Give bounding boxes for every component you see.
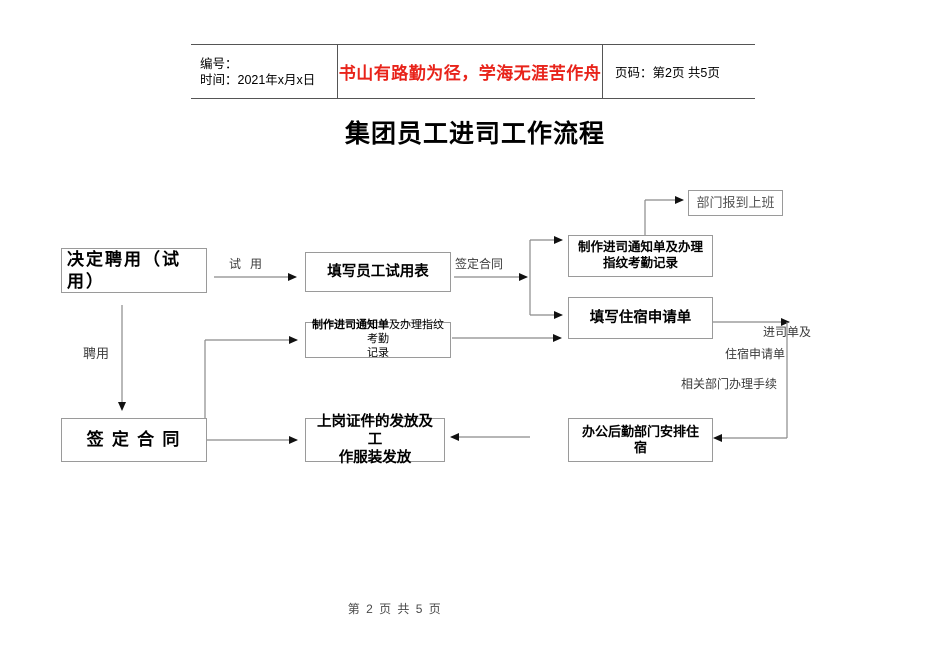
node-fill-probation-form-label: 填写员工试用表 xyxy=(327,263,429,280)
edge-label-hire: 聘用 xyxy=(83,346,110,361)
node-notice-small[interactable]: 制作进司通知单及办理指纹考勤 记录 xyxy=(305,319,451,359)
node-report-to-department-label: 部门报到上班 xyxy=(696,194,775,210)
edge-label-sign-contract: 签定合同 xyxy=(455,257,504,271)
edge-label-probation: 试 用 xyxy=(229,257,266,271)
header-time-label: 时间：2021年x月x日 xyxy=(200,72,316,87)
node-logistics-arrange-dorm[interactable]: 办公后勤部门安排住 宿 xyxy=(568,418,713,462)
node-decide-hire[interactable]: 决定聘用（试用） xyxy=(61,248,207,293)
node-notice-small-line2: 记录 xyxy=(367,346,389,359)
header-cell-slogan: 书山有路勤为径，学海无涯苦作舟 xyxy=(338,45,603,98)
edge-label-departments-procedure: 相关部门办理手续 xyxy=(681,377,778,391)
node-fill-dorm-application[interactable]: 填写住宿申请单 xyxy=(568,297,713,339)
node-report-to-department[interactable]: 部门报到上班 xyxy=(688,190,783,216)
header-code-label: 编号： xyxy=(200,56,238,71)
node-notice-fingerprint-line2: 指纹考勤记录 xyxy=(602,256,678,270)
node-decide-hire-label: 决定聘用（试用） xyxy=(67,250,181,291)
slogan-text: 书山有路勤为径，学海无涯苦作舟 xyxy=(338,64,602,83)
node-issue-badge-uniform-line1: 上岗证件的发放及工 xyxy=(317,413,433,448)
edge-label-entry-form-line2: 住宿申请单 xyxy=(725,347,786,361)
page-title: 集团员工进司工作流程 xyxy=(344,121,605,148)
node-issue-badge-uniform-line2: 作服装发放 xyxy=(338,450,412,467)
node-logistics-arrange-dorm-line2: 宿 xyxy=(633,440,647,455)
node-notice-fingerprint[interactable]: 制作进司通知单及办理 指纹考勤记录 xyxy=(568,235,713,277)
edge-label-entry-form-line1: 进司单及 xyxy=(763,325,812,339)
node-issue-badge-uniform[interactable]: 上岗证件的发放及工 作服装发放 xyxy=(305,414,445,466)
node-notice-small-bold: 制作进司通知单 xyxy=(312,319,389,332)
header-cell-meta: 编号： 时间：2021年x月x日 xyxy=(191,45,338,98)
header-cell-page-code: 页码：第2页 共5页 xyxy=(603,45,755,98)
page-footer: 第 2 页 共 5 页 xyxy=(347,602,443,616)
node-logistics-arrange-dorm-line1: 办公后勤部门安排住 xyxy=(581,423,699,439)
node-sign-contract-label: 签 定 合 同 xyxy=(86,430,182,450)
node-notice-small-thin: 及办理指纹考勤 xyxy=(367,319,444,346)
node-fill-dorm-application-label: 填写住宿申请单 xyxy=(589,309,692,326)
node-sign-contract[interactable]: 签 定 合 同 xyxy=(61,418,207,462)
node-fill-probation-form[interactable]: 填写员工试用表 xyxy=(305,252,451,292)
page-code-text: 页码：第2页 共5页 xyxy=(615,66,720,80)
node-notice-fingerprint-line1: 制作进司通知单及办理 xyxy=(577,240,703,255)
header-table: 编号： 时间：2021年x月x日 书山有路勤为径，学海无涯苦作舟 页码：第2页 … xyxy=(191,44,755,99)
